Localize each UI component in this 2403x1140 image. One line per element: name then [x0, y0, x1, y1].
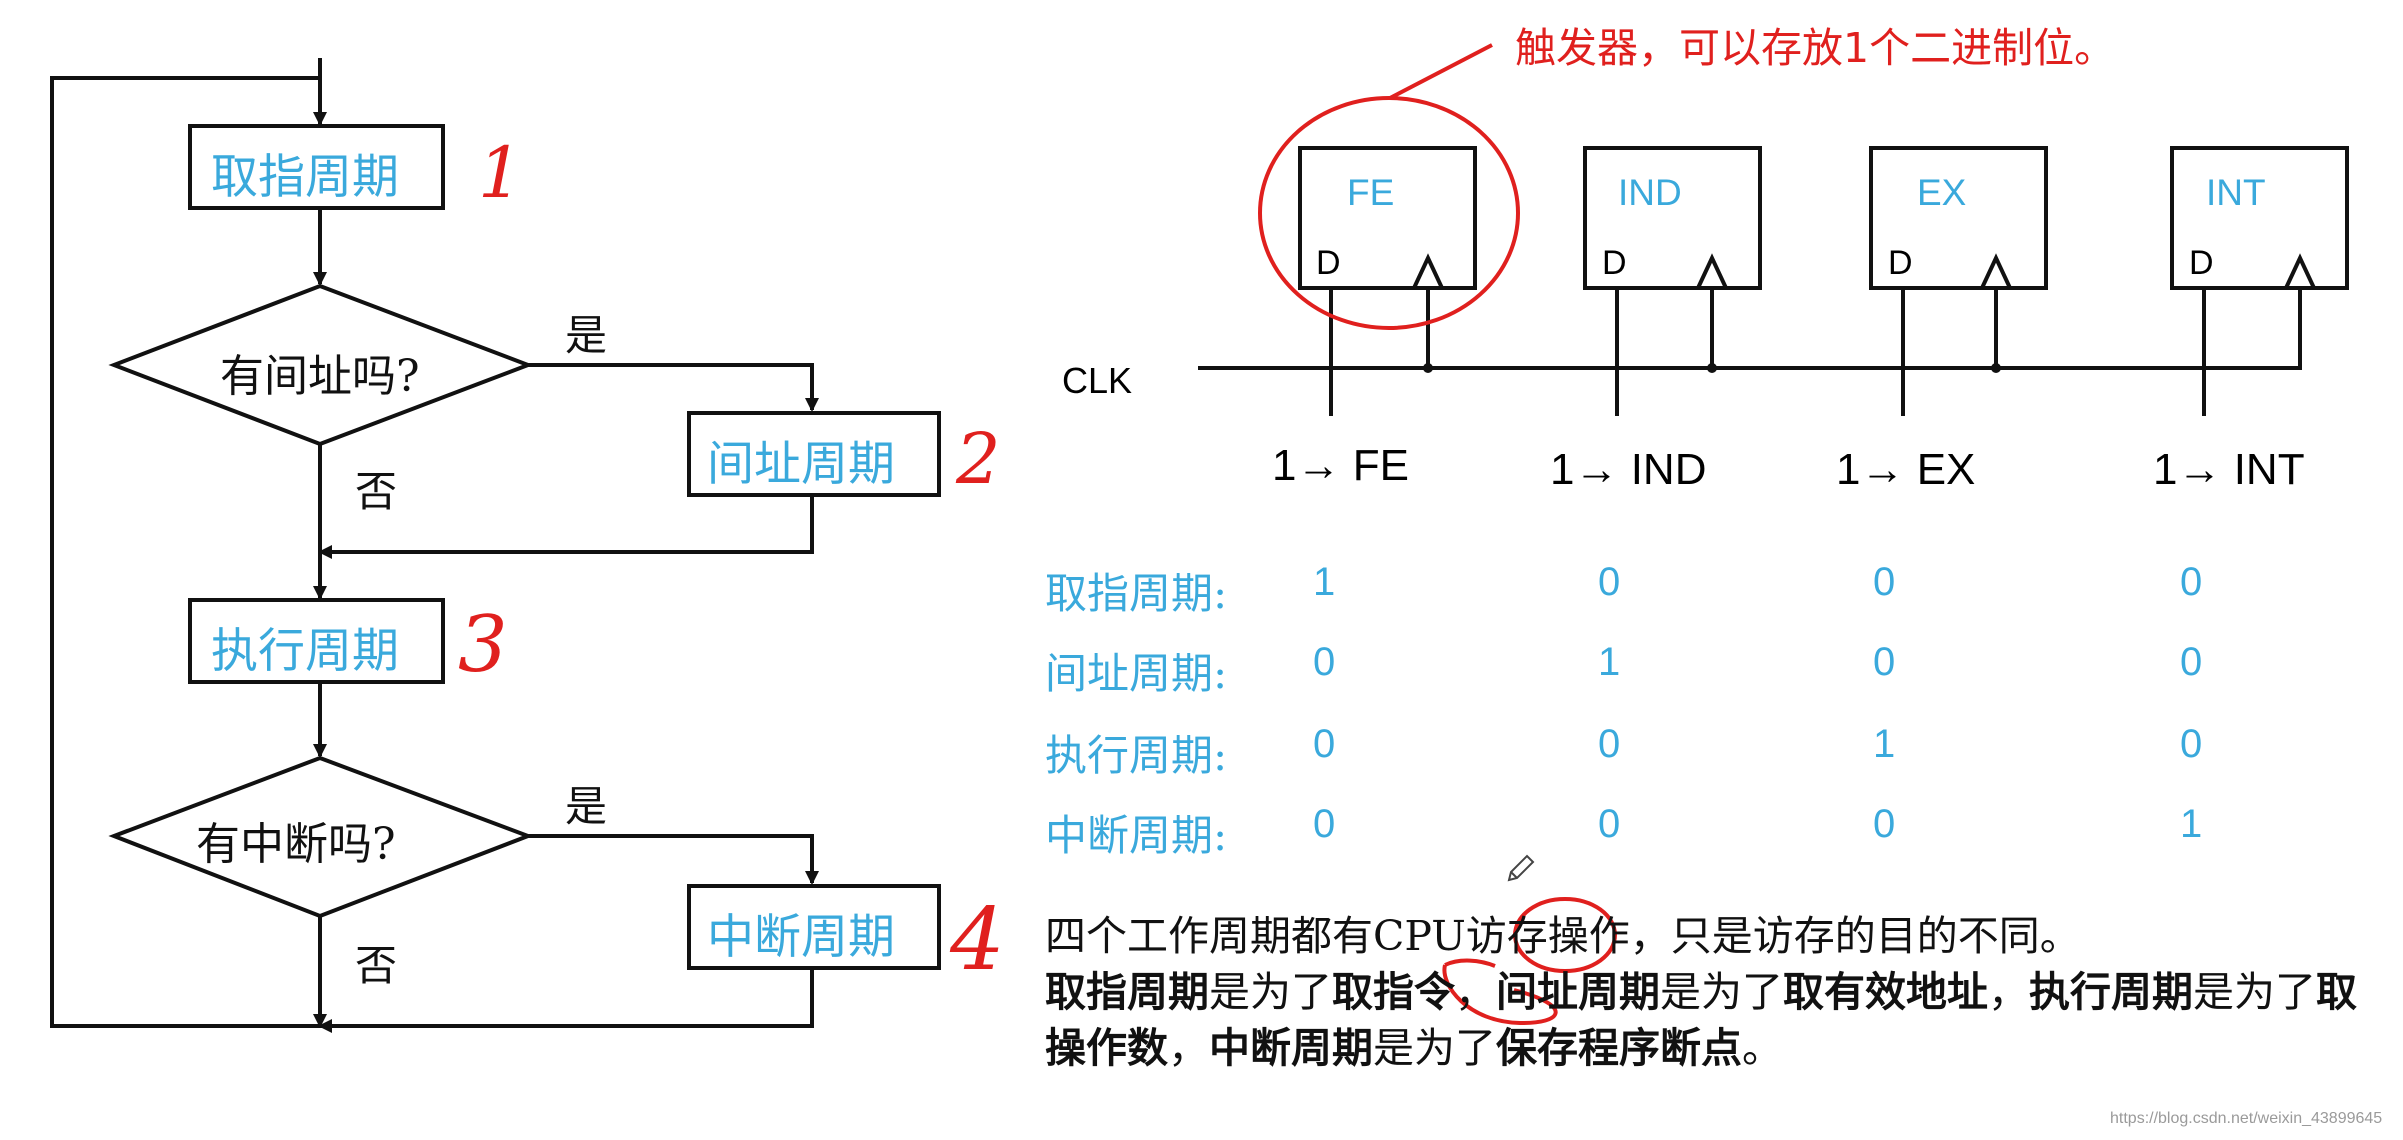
state-cell: 0: [1313, 722, 1336, 766]
interrupt-question-label: 有中断吗?: [196, 819, 396, 870]
explanation-purpose-word: 是为了: [1373, 1024, 1496, 1072]
ex-label: EX: [1917, 172, 1967, 213]
indirect-question-label: 有间址吗?: [220, 351, 420, 402]
explanation-sep: ，: [1168, 1024, 1209, 1072]
fe-box: [1298, 146, 1477, 290]
indirect-cycle-label: 间址周期: [707, 437, 895, 492]
explanation-line1-b: 访存: [1465, 912, 1548, 960]
q1-yes-line: [528, 363, 819, 412]
ex-d-label: D: [1888, 244, 1913, 282]
loop-line: [50, 76, 320, 1028]
fetch-box: [188, 124, 445, 210]
explanation-indirect-term: 间址周期: [1496, 968, 1660, 1016]
interrupt-cycle-label: 中断周期: [707, 910, 895, 965]
state-cell: 0: [2180, 722, 2203, 766]
state-cell: 0: [1313, 640, 1336, 684]
flipflop-callout: 触发器，可以存放1个二进制位。: [1515, 24, 2116, 72]
interrupt-yes-label: 是: [565, 782, 608, 831]
access-highlight-circle: [1513, 897, 1617, 973]
execute-cycle-label: 执行周期: [211, 624, 399, 679]
explanation-fetch-term: 取指周期: [1045, 968, 1209, 1016]
watermark: https://blog.csdn.net/weixin_43899645: [2110, 1110, 2383, 1127]
q2-yes-line: [528, 834, 819, 885]
fetch-instr-highlight: [1442, 958, 1558, 1026]
fe-label: FE: [1347, 172, 1395, 213]
indirect-no-label: 否: [355, 467, 398, 516]
ind-box: [1583, 146, 1762, 290]
explanation-purpose-word: 是为了: [1209, 968, 1332, 1016]
int-clk-triangle: [2284, 253, 2316, 289]
state-row-label-fetch: 取指周期:: [1045, 569, 1228, 618]
state-cell: 0: [1598, 802, 1621, 846]
step-number-4: 4: [950, 890, 1005, 990]
explanation-sep: ，: [1455, 968, 1496, 1016]
step-number-3: 3: [458, 600, 508, 690]
state-cell: 0: [2180, 560, 2203, 604]
ex-assign-label: 1→ EX: [1836, 445, 1976, 494]
clk-label: CLK: [1062, 360, 1133, 401]
ind-label: IND: [1618, 172, 1682, 213]
state-row-label-interrupt: 中断周期:: [1045, 811, 1228, 860]
explanation-indirect-purpose: 取有效地址: [1783, 968, 1988, 1016]
state-cell: 0: [2180, 640, 2203, 684]
state-cell: 0: [1873, 560, 1896, 604]
state-row-label-indirect: 间址周期:: [1045, 649, 1228, 698]
interrupt-no-label: 否: [355, 941, 398, 990]
state-cell: 0: [1598, 722, 1621, 766]
explanation-execute-term: 执行周期: [2029, 968, 2193, 1016]
explanation-line1-a: 四个工作周期都有CPU: [1045, 912, 1466, 960]
interrupt-merge: [318, 968, 814, 1033]
state-cell: 0: [1313, 802, 1336, 846]
state-cell: 0: [1873, 640, 1896, 684]
step-number-2: 2: [956, 418, 1001, 500]
indirect-merge: [318, 495, 814, 559]
state-cell: 1: [1598, 640, 1621, 684]
explanation-sep: ，: [1988, 968, 2029, 1016]
int-box: [2170, 146, 2349, 290]
explanation-text: 四个工作周期都有CPU访存操作，只是访存的目的不同。 取指周期是为了取指令，间址…: [1045, 908, 2365, 1076]
fe-d-label: D: [1316, 244, 1341, 282]
explanation-fetch-purpose: 取指令: [1332, 968, 1455, 1016]
fe-highlight-circle: [1258, 96, 1520, 330]
int-assign-label: 1→ INT: [2153, 445, 2305, 494]
ex-junction: [1991, 363, 2001, 373]
state-cell: 0: [1873, 802, 1896, 846]
int-label: INT: [2206, 172, 2266, 213]
int-d-label: D: [2189, 244, 2214, 282]
fe-assign-label: 1→ FE: [1272, 441, 1409, 490]
pen-cursor-icon: [1507, 854, 1535, 882]
explanation-purpose-word: 是为了: [2193, 968, 2316, 1016]
explanation-end: 。: [1742, 1024, 1783, 1072]
fe-clk-triangle: [1412, 253, 1444, 289]
ex-clk-triangle: [1980, 253, 2012, 289]
ind-junction: [1707, 363, 1717, 373]
state-cell: 1: [1873, 722, 1896, 766]
ex-box: [1869, 146, 2048, 290]
explanation-purpose-word: 是为了: [1660, 968, 1783, 1016]
indirect-yes-label: 是: [565, 311, 608, 360]
state-cell: 1: [1313, 560, 1336, 604]
fetch-cycle-label: 取指周期: [211, 150, 399, 205]
execute-box: [188, 598, 445, 684]
ind-d-label: D: [1602, 244, 1627, 282]
explanation-line1-c: 操作，只是访存的目的不同。: [1547, 912, 2081, 960]
state-row-label-execute: 执行周期:: [1045, 731, 1228, 780]
explanation-interrupt-term: 中断周期: [1209, 1024, 1373, 1072]
ind-clk-triangle: [1696, 253, 1728, 289]
state-cell: 0: [1598, 560, 1621, 604]
step-number-1: 1: [478, 132, 523, 214]
callout-leader: [1389, 43, 1493, 100]
state-cell: 1: [2180, 802, 2203, 846]
explanation-interrupt-purpose: 保存程序断点: [1496, 1024, 1742, 1072]
fe-junction: [1423, 363, 1433, 373]
ind-assign-label: 1→ IND: [1550, 445, 1707, 494]
explanation-execute-purpose: 取操作数: [1045, 968, 2357, 1072]
